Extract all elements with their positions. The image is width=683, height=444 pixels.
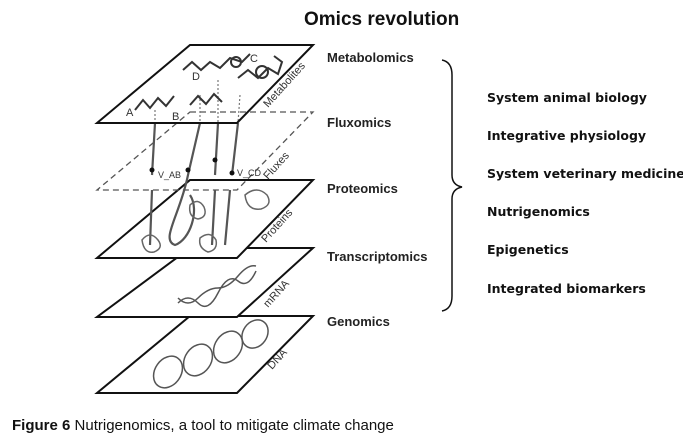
layer-proteomics: Proteomics [327, 181, 398, 196]
molecule-label-b: B [172, 111, 179, 123]
application-item: System animal biology [487, 90, 647, 105]
application-item: Nutrigenomics [487, 204, 590, 219]
plane-mrna [93, 247, 316, 318]
layer-genomics: Genomics [327, 314, 390, 329]
application-item: System veterinary medicine [487, 166, 683, 181]
application-item: Integrative physiology [487, 128, 647, 143]
molecule-structures [134, 53, 284, 111]
mrna-strand [177, 264, 257, 308]
plane-metabolites [94, 44, 316, 124]
caption-text: Nutrigenomics, a tool to mitigate climat… [70, 417, 394, 434]
layer-transcriptomics: Transcriptomics [327, 249, 428, 264]
flux-label-ab: V_AB [158, 170, 181, 180]
caption-label: Figure 6 [12, 417, 71, 434]
molecule-label-d: D [192, 71, 200, 83]
figure-caption: Figure 6 Nutrigenomics, a tool to mitiga… [12, 417, 394, 434]
molecule-label-c: C [250, 53, 258, 65]
layer-metabolomics: Metabolomics [327, 50, 414, 65]
brace [441, 59, 463, 312]
plane-label-fluxes: Fluxes [261, 150, 292, 182]
flux-rods [148, 122, 240, 247]
application-item: Epigenetics [487, 242, 569, 257]
plane-fluxes [95, 111, 315, 191]
diagram-title: Omics revolution [304, 9, 460, 30]
layer-fluxomics: Fluxomics [327, 115, 392, 130]
protein-structures [141, 189, 270, 253]
flux-label-cd: V_CD [237, 168, 262, 178]
molecule-label-a: A [126, 107, 134, 119]
application-item: Integrated biomarkers [487, 281, 646, 296]
dna-helix [152, 319, 269, 389]
